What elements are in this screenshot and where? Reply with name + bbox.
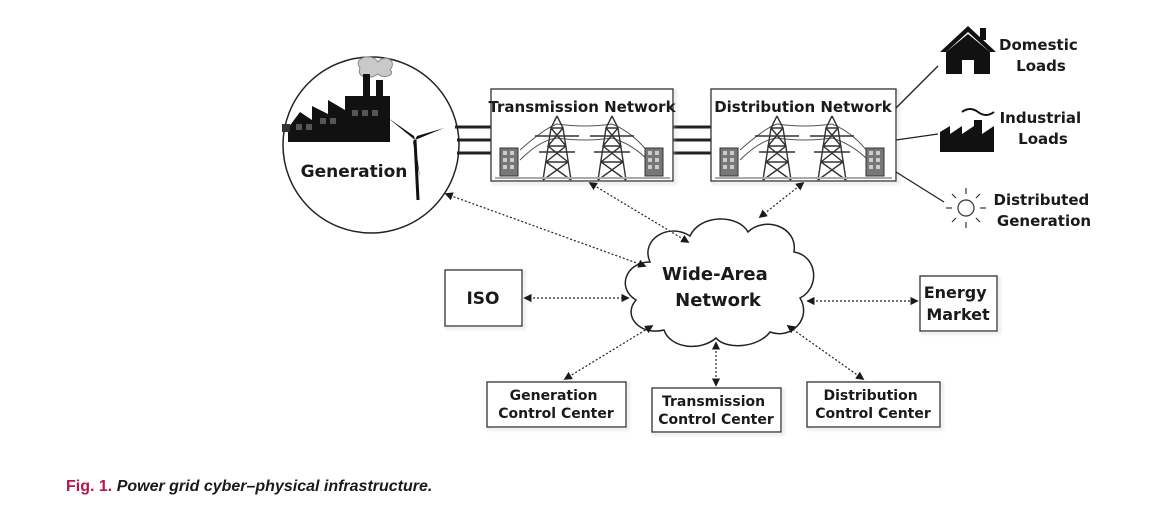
svg-text:Wide-Area Network: Wide-Area Network bbox=[662, 264, 774, 311]
caption-number: Fig. 1. bbox=[66, 478, 113, 495]
communication-links bbox=[444, 181, 919, 387]
domestic-loads-node: Domestic Loads bbox=[940, 26, 1083, 75]
power-plant-icon bbox=[282, 56, 393, 142]
distribution-network-node: Distribution Network bbox=[710, 88, 897, 182]
wind-turbine-icon bbox=[388, 118, 444, 201]
link-transmission-wan bbox=[588, 182, 690, 243]
svg-text:Energy Market: Energy Market bbox=[924, 283, 993, 324]
distribution-towers-icon bbox=[715, 115, 892, 181]
house-icon bbox=[940, 26, 996, 74]
svg-text:Distribution Control Cen: Distribution Control Center bbox=[815, 388, 931, 422]
industrial-loads-label-2: Loads bbox=[1018, 130, 1068, 148]
svg-text:Transmission Control Cen: Transmission Control Center bbox=[658, 394, 774, 428]
distribution-control-center-node: Distribution Control Center bbox=[806, 381, 941, 428]
dcc-label-2: Control Center bbox=[815, 406, 931, 422]
distributed-generation-label-2: Generation bbox=[997, 212, 1091, 230]
distributed-generation-label-1: Distributed bbox=[994, 191, 1090, 209]
tcc-label-2: Control Center bbox=[658, 412, 774, 428]
energy-market-label-2: Market bbox=[926, 305, 990, 324]
transmission-towers-icon bbox=[495, 115, 670, 181]
industrial-loads-label-1: Industrial bbox=[1000, 109, 1082, 127]
transmission-network-node: Transmission Network bbox=[488, 88, 677, 182]
industrial-loads-node: Industrial Loads bbox=[940, 108, 1087, 152]
energy-market-node: Energy Market bbox=[919, 275, 998, 332]
generation-label: Generation bbox=[301, 162, 408, 182]
svg-text:Distributed Generation: Distributed Generation bbox=[994, 191, 1095, 230]
distributed-generation-node: Distributed Generation bbox=[946, 188, 1095, 230]
caption-text: Power grid cyber–physical infrastructure… bbox=[116, 478, 433, 495]
power-line-trans-dist bbox=[673, 125, 711, 155]
link-gcc-wan bbox=[563, 325, 654, 380]
link-dcc-wan bbox=[786, 325, 865, 380]
generation-control-center-node: Generation Control Center bbox=[486, 381, 627, 428]
distribution-network-label: Distribution Network bbox=[714, 98, 893, 116]
dcc-label-1: Distribution bbox=[823, 388, 917, 404]
svg-text:Industrial Loads: Industrial Loads bbox=[1000, 109, 1087, 148]
gcc-label-2: Control Center bbox=[498, 406, 614, 422]
sun-icon bbox=[946, 188, 986, 228]
svg-text:Generation Control Cente: Generation Control Center bbox=[498, 388, 614, 422]
power-line-gen-trans bbox=[455, 125, 491, 155]
wide-area-network-node: Wide-Area Network bbox=[624, 218, 815, 348]
iso-label: ISO bbox=[466, 289, 499, 309]
transmission-network-label: Transmission Network bbox=[488, 98, 676, 116]
factory-icon bbox=[940, 108, 995, 152]
wan-label-2: Network bbox=[675, 290, 762, 311]
gcc-label-1: Generation bbox=[510, 388, 598, 404]
iso-node: ISO bbox=[444, 269, 523, 327]
generation-node: Generation bbox=[282, 56, 460, 234]
domestic-loads-label-1: Domestic bbox=[999, 36, 1078, 54]
domestic-loads-label-2: Loads bbox=[1016, 57, 1066, 75]
energy-market-label-1: Energy bbox=[924, 283, 988, 302]
figure-caption: Fig. 1. Power grid cyber–physical infras… bbox=[66, 478, 432, 496]
link-distribution-wan bbox=[758, 181, 805, 219]
load-lines bbox=[895, 65, 945, 203]
wan-label-1: Wide-Area bbox=[662, 264, 768, 285]
svg-text:Domestic Loads: Domestic Loads bbox=[999, 36, 1083, 75]
tcc-label-1: Transmission bbox=[662, 394, 765, 410]
link-generation-wan bbox=[444, 192, 647, 268]
transmission-control-center-node: Transmission Control Center bbox=[651, 387, 782, 433]
